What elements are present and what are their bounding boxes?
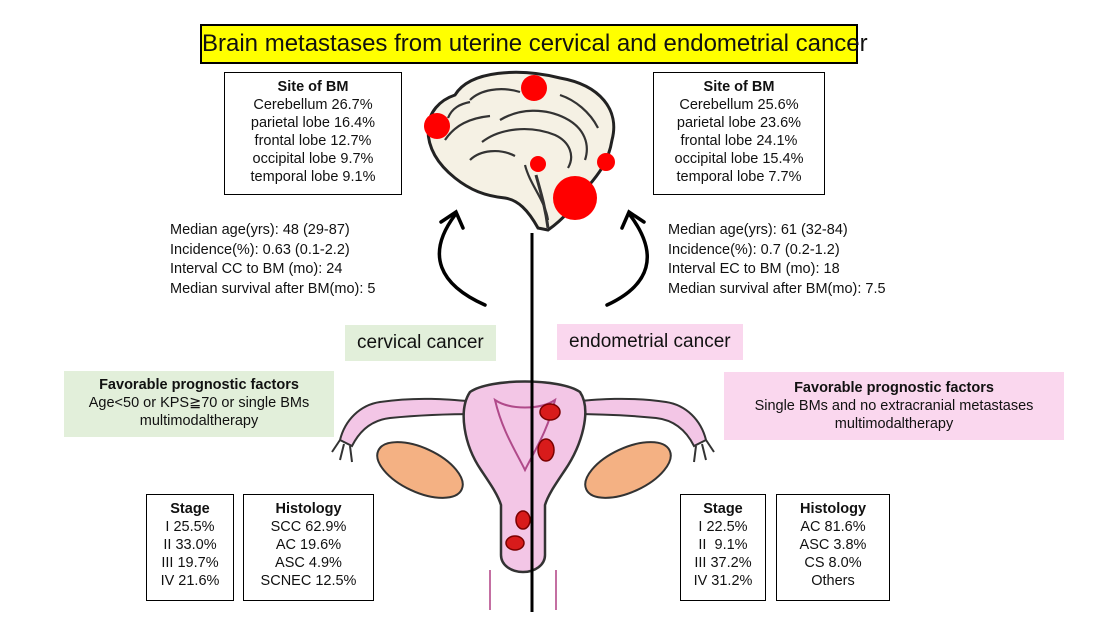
fallopian-tube-left xyxy=(338,397,479,448)
stat-line: Interval CC to BM (mo): 24 xyxy=(170,261,343,277)
brain-metastases xyxy=(424,75,615,220)
stat-line: Median survival after BM(mo): 5 xyxy=(170,280,376,297)
arrow-right-icon xyxy=(605,213,649,307)
stat-line: Interval EC to BM (mo): 18 xyxy=(668,261,840,277)
histology-item: AC 19.6% xyxy=(275,537,342,553)
stage-item: IV 21.6% xyxy=(160,573,220,589)
brain-gyri xyxy=(444,88,599,221)
site-heading: Site of BM xyxy=(277,79,349,95)
ovary-right xyxy=(584,441,672,499)
favorable-heading: Favorable prognostic factors xyxy=(99,377,299,393)
favorable-line: Age<50 or KPS≧70 or single BMs xyxy=(88,395,310,411)
stage-item: I 22.5% xyxy=(698,519,748,535)
site-item: parietal lobe 23.6% xyxy=(676,115,802,131)
metastasis-cerebellum xyxy=(553,176,597,220)
metastasis-parietal xyxy=(521,75,547,101)
favorable-factors-cervical: Favorable prognostic factors Age<50 or K… xyxy=(64,371,334,437)
label-cervical-cancer: cervical cancer xyxy=(345,325,496,361)
metastasis-frontal xyxy=(424,113,450,139)
fallopian-tube-right xyxy=(567,397,708,448)
site-item: Cerebellum 25.6% xyxy=(679,97,799,113)
histology-item: ASC 4.9% xyxy=(275,555,342,571)
site-of-bm-cervical: Site of BM Cerebellum 26.7% parietal lob… xyxy=(224,72,402,195)
site-item: frontal lobe 12.7% xyxy=(254,133,372,149)
curved-arrows xyxy=(437,209,649,307)
metastasis-occipital xyxy=(597,153,615,171)
page-title: Brain metastases from uterine cervical a… xyxy=(200,24,868,64)
favorable-line: multimodaltherapy xyxy=(834,416,954,432)
stage-cervical: Stage I 25.5% II 33.0% III 19.7% IV 21.6… xyxy=(146,494,234,601)
vagina xyxy=(489,570,557,610)
histology-item: AC 81.6% xyxy=(800,519,866,535)
histology-item: SCNEC 12.5% xyxy=(260,573,357,589)
histology-item: ASC 3.8% xyxy=(799,537,867,553)
favorable-heading: Favorable prognostic factors xyxy=(794,380,994,396)
stage-item: III 37.2% xyxy=(694,555,752,571)
tumor-cervical-lower xyxy=(505,535,525,551)
site-item: frontal lobe 24.1% xyxy=(680,133,798,149)
stage-item: I 25.5% xyxy=(165,519,215,535)
favorable-factors-endometrial: Favorable prognostic factors Single BMs … xyxy=(724,372,1064,440)
brainstem xyxy=(534,174,550,229)
histology-cervical: Histology SCC 62.9% AC 19.6% ASC 4.9% SC… xyxy=(243,494,374,601)
stats-cervical: Median age(yrs): 48 (29-87) Incidence(%)… xyxy=(170,221,375,299)
histology-item: CS 8.0% xyxy=(804,555,862,571)
stat-line: Median age(yrs): 48 (29-87) xyxy=(170,222,350,238)
site-heading: Site of BM xyxy=(703,79,775,95)
stat-line: Median survival after BM(mo): 7.5 xyxy=(668,280,886,297)
stat-line: Median age(yrs): 61 (32-84) xyxy=(668,222,848,238)
site-item: temporal lobe 7.7% xyxy=(676,169,802,185)
site-item: Cerebellum 26.7% xyxy=(253,97,373,113)
metastasis-temporal xyxy=(530,156,546,172)
ovary-left xyxy=(376,441,464,499)
site-item: occipital lobe 9.7% xyxy=(252,151,374,167)
site-item: temporal lobe 9.1% xyxy=(250,169,376,185)
histology-heading: Histology xyxy=(799,501,867,517)
stage-heading: Stage xyxy=(170,501,210,517)
stat-line: Incidence(%): 0.7 (0.2-1.2) xyxy=(668,241,840,258)
uterine-tumors xyxy=(505,403,561,551)
stage-item: IV 31.2% xyxy=(693,573,753,589)
uterus-illustration xyxy=(331,380,715,610)
histology-item: SCC 62.9% xyxy=(270,519,347,535)
stage-item: II 33.0% xyxy=(163,537,217,553)
stage-item: II 9.1% xyxy=(698,537,748,553)
arrow-left-head-icon xyxy=(439,209,465,230)
label-endometrial-cancer: endometrial cancer xyxy=(557,324,743,360)
tumor-cervical-upper xyxy=(515,510,531,530)
site-of-bm-endometrial: Site of BM Cerebellum 25.6% parietal lob… xyxy=(653,72,825,195)
fimbriae-right xyxy=(693,439,715,463)
stat-line: Incidence(%): 0.63 (0.1-2.2) xyxy=(170,241,350,258)
histology-item: Others xyxy=(811,573,855,589)
stats-endometrial: Median age(yrs): 61 (32-84) Incidence(%)… xyxy=(668,221,886,299)
stage-endometrial: Stage I 22.5% II 9.1% III 37.2% IV 31.2% xyxy=(680,494,766,601)
histology-heading: Histology xyxy=(275,501,342,517)
tumor-endometrial-lower xyxy=(537,438,555,462)
arrow-left-icon xyxy=(437,213,487,307)
uterus-body xyxy=(462,380,587,574)
fimbriae-left xyxy=(331,439,353,463)
stage-item: III 19.7% xyxy=(161,555,219,571)
arrow-right-head-icon xyxy=(620,209,646,230)
histology-endometrial: Histology AC 81.6% ASC 3.8% CS 8.0% Othe… xyxy=(776,494,890,601)
site-item: occipital lobe 15.4% xyxy=(674,151,804,167)
favorable-line: multimodaltherapy xyxy=(139,413,259,429)
uterine-cavity xyxy=(493,397,557,473)
stage-heading: Stage xyxy=(703,501,743,517)
tumor-endometrial-upper xyxy=(539,403,561,421)
site-item: parietal lobe 16.4% xyxy=(250,115,376,131)
favorable-line: Single BMs and no extracranial metastase… xyxy=(754,398,1034,414)
